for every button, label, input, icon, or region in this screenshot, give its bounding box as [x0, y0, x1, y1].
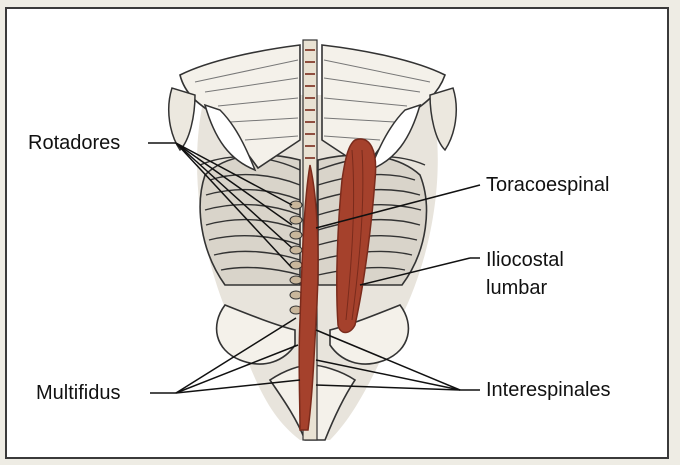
label-rotadores: Rotadores — [28, 131, 120, 155]
label-toracoespinal: Toracoespinal — [486, 173, 609, 197]
label-iliocostal-line2: lumbar — [486, 276, 547, 300]
label-iliocostal-line1: Iliocostal — [486, 248, 564, 272]
label-interespinales: Interespinales — [486, 378, 611, 402]
label-multifidus: Multifidus — [36, 381, 120, 405]
